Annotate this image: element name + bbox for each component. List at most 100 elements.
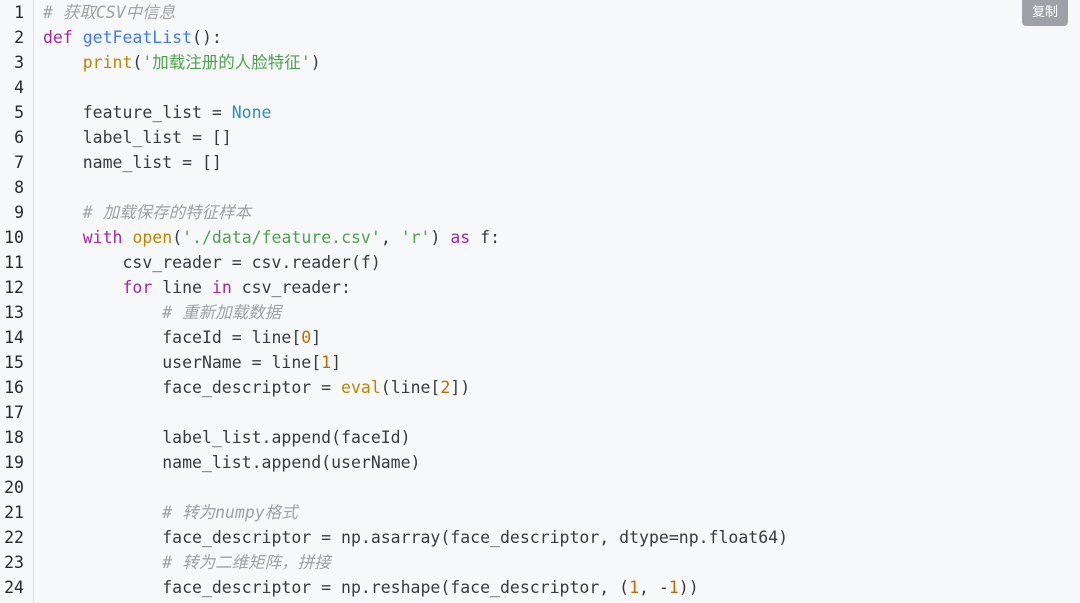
code-token: # 获取CSV中信息: [43, 3, 176, 22]
code-text: # 转为numpy格式: [43, 500, 298, 525]
code-token: ,: [380, 228, 401, 247]
line-number: 18: [4, 428, 24, 447]
code-token: as: [450, 228, 471, 247]
code-token: ): [430, 228, 451, 247]
line-number: 20: [4, 478, 24, 497]
line-number: 22: [4, 528, 24, 547]
code-line: 6 label_list = []: [0, 125, 1080, 150]
code-line: 5 feature_list = None: [0, 100, 1080, 125]
code-text: csv_reader = csv.reader(f): [43, 250, 381, 275]
copy-button[interactable]: 复制: [1022, 0, 1068, 26]
code-token: 1: [629, 578, 640, 597]
code-line: 12 for line in csv_reader:: [0, 275, 1080, 300]
code-token: name_list = []: [43, 153, 222, 172]
line-number: 9: [14, 203, 24, 222]
code-token: 0: [301, 328, 312, 347]
code-token: [43, 303, 162, 322]
code-token: label_list = []: [43, 128, 232, 147]
code-token: def: [43, 28, 73, 47]
line-number: 7: [14, 153, 24, 172]
line-number: 2: [14, 28, 24, 47]
line-number: 17: [4, 403, 24, 422]
code-token: with: [82, 228, 123, 247]
line-number: 14: [4, 328, 24, 347]
code-token: 1: [668, 578, 679, 597]
code-text: for line in csv_reader:: [43, 275, 351, 300]
code-line: 4: [0, 75, 1080, 100]
code-text: def getFeatList():: [43, 25, 222, 50]
code-line: 10 with open('./data/feature.csv', 'r') …: [0, 225, 1080, 250]
code-text: face_descriptor = eval(line[2]): [43, 375, 470, 400]
code-token: (: [172, 228, 183, 247]
code-token: open: [132, 228, 173, 247]
line-number: 10: [4, 228, 24, 247]
code-token: 1: [321, 353, 332, 372]
line-number: 21: [4, 503, 24, 522]
line-number: 15: [4, 353, 24, 372]
code-token: 2: [440, 378, 451, 397]
code-token: faceId = line[: [43, 328, 302, 347]
line-number: 23: [4, 553, 24, 572]
code-token: (line[: [380, 378, 441, 397]
code-line: 23 # 转为二维矩阵，拼接: [0, 550, 1080, 575]
line-number: 24: [4, 578, 24, 597]
code-token: [123, 228, 133, 247]
code-line: 8: [0, 175, 1080, 200]
code-token: ): [310, 53, 321, 72]
line-number: 13: [4, 303, 24, 322]
code-token: userName = line[: [43, 353, 322, 372]
code-token: f:: [470, 228, 501, 247]
code-token: # 加载保存的特征样本: [82, 203, 252, 222]
line-number: 4: [14, 78, 24, 97]
code-line: 14 faceId = line[0]: [0, 325, 1080, 350]
code-token: [73, 28, 83, 47]
code-text: name_list.append(userName): [43, 450, 420, 475]
code-text: face_descriptor = np.asarray(face_descri…: [43, 525, 788, 550]
code-line: 18 label_list.append(faceId): [0, 425, 1080, 450]
line-number: 8: [14, 178, 24, 197]
line-number: 3: [14, 53, 24, 72]
code-token: print: [82, 53, 133, 72]
code-line: 21 # 转为numpy格式: [0, 500, 1080, 525]
code-token: # 重新加载数据: [162, 303, 282, 322]
code-line: 9 # 加载保存的特征样本: [0, 200, 1080, 225]
code-token: for: [122, 278, 153, 297]
code-token: face_descriptor = np.reshape(face_descri…: [43, 578, 630, 597]
code-token: [43, 53, 83, 72]
code-token: , -: [639, 578, 669, 597]
code-text: with open('./data/feature.csv', 'r') as …: [43, 225, 500, 250]
code-line: 13 # 重新加载数据: [0, 300, 1080, 325]
code-line: 16 face_descriptor = eval(line[2]): [0, 375, 1080, 400]
code-line: 24 face_descriptor = np.reshape(face_des…: [0, 575, 1080, 600]
code-token: [43, 503, 162, 522]
code-line: 20: [0, 475, 1080, 500]
code-token: ]: [331, 353, 342, 372]
code-token: ]): [450, 378, 471, 397]
code-line: 11 csv_reader = csv.reader(f): [0, 250, 1080, 275]
code-text: name_list = []: [43, 150, 222, 175]
code-text: # 加载保存的特征样本: [43, 200, 251, 225]
code-token: None: [231, 103, 272, 122]
code-token: '加载注册的人脸特征': [142, 53, 311, 72]
code-line: 19 name_list.append(userName): [0, 450, 1080, 475]
line-number: 12: [4, 278, 24, 297]
code-line: 2 def getFeatList():: [0, 25, 1080, 50]
code-token: face_descriptor = np.asarray(face_descri…: [43, 528, 789, 547]
code-text: face_descriptor = np.reshape(face_descri…: [43, 575, 698, 600]
code-text: faceId = line[0]: [43, 325, 321, 350]
code-token: 'r': [400, 228, 431, 247]
code-token: face_descriptor =: [43, 378, 342, 397]
line-number: 6: [14, 128, 24, 147]
code-token: (: [132, 53, 143, 72]
code-token: csv_reader = csv.reader(f): [43, 253, 381, 272]
line-number: 19: [4, 453, 24, 472]
code-token: './data/feature.csv': [182, 228, 381, 247]
code-line: 15 userName = line[1]: [0, 350, 1080, 375]
code-token: line: [152, 278, 212, 297]
code-token: getFeatList: [82, 28, 193, 47]
line-number: 16: [4, 378, 24, 397]
code-token: [43, 203, 83, 222]
code-text: label_list = []: [43, 125, 232, 150]
